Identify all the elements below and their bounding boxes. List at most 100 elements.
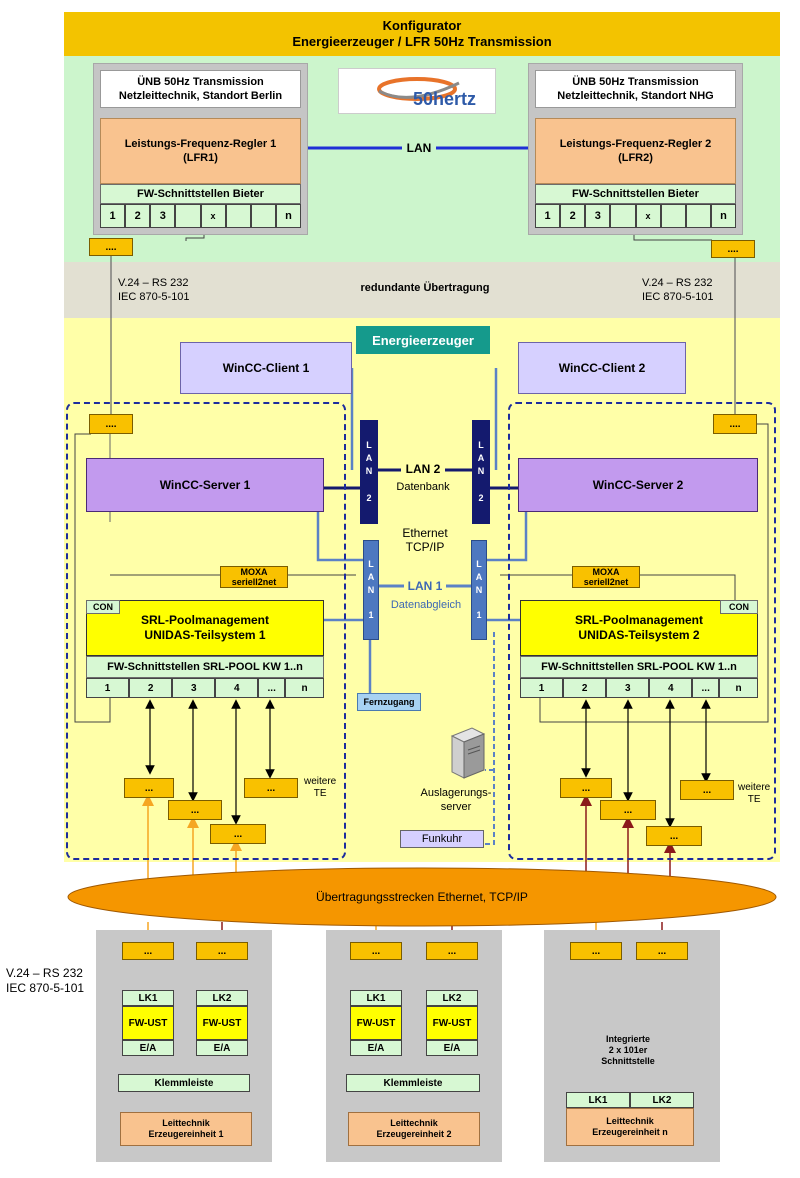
title-line2: Energieerzeuger / LFR 50Hz Transmission xyxy=(292,34,552,49)
wincc-server2: WinCC-Server 2 xyxy=(518,458,758,512)
ethernet-line2: TCP/IP xyxy=(405,540,445,554)
bieter-cell: 2 xyxy=(560,204,586,228)
conn-box: ... xyxy=(196,942,248,960)
fwust-box: FW-UST xyxy=(426,1006,478,1040)
unb-berlin-line2: Netzleittechnik, Standort Berlin xyxy=(118,90,283,102)
fw-srl-left: FW-Schnittstellen SRL-POOL KW 1..n xyxy=(86,656,324,678)
bieter-cell: x xyxy=(635,204,661,228)
v24-line1: V.24 – RS 232 xyxy=(6,966,83,980)
title-bar: Konfigurator Energieerzeuger / LFR 50Hz … xyxy=(64,12,780,56)
srl2-line2: UNIDAS-Teilsystem 2 xyxy=(578,628,700,642)
system1-group xyxy=(66,402,346,860)
bieter-cell xyxy=(175,204,201,228)
te-box: ... xyxy=(680,780,734,800)
connector-box: .... xyxy=(89,238,133,256)
v24-line2: IEC 870-5-101 xyxy=(642,291,714,303)
conn-box: ... xyxy=(426,942,478,960)
logo-text: 50hertz xyxy=(413,89,477,109)
bieter-cell xyxy=(660,204,686,228)
integrierte-line2: 2 x 101er xyxy=(608,1045,648,1055)
srl1-line2: UNIDAS-Teilsystem 1 xyxy=(144,628,266,642)
srl-cell: 2 xyxy=(563,678,607,698)
te-box: ... xyxy=(560,778,612,798)
lan-word: L A N xyxy=(477,440,485,476)
moxa-line2: seriell2net xyxy=(583,577,629,587)
weitere-line1: weitere xyxy=(304,776,337,787)
ea-box: E/A xyxy=(122,1040,174,1056)
leit-line1: Leittechnik xyxy=(162,1118,210,1128)
bieter-cell: n xyxy=(710,204,736,228)
lfr2-line2: (LFR2) xyxy=(618,152,653,164)
srl-cell: 2 xyxy=(129,678,173,698)
lfr1-line2: (LFR1) xyxy=(183,152,218,164)
srl-cell: ... xyxy=(258,678,286,698)
weitere-line2: TE xyxy=(313,788,327,799)
ethernet-ellipse xyxy=(67,867,777,927)
title-line1: Konfigurator xyxy=(382,18,462,33)
wincc-client1: WinCC-Client 1 xyxy=(180,342,352,394)
lan1-label: LAN 1 xyxy=(404,579,446,593)
wincc-server1: WinCC-Server 1 xyxy=(86,458,324,512)
leit-line2: Erzeugereinheit 1 xyxy=(148,1129,224,1139)
fw-srl-right: FW-Schnittstellen SRL-POOL KW 1..n xyxy=(520,656,758,678)
auslager-line2: server xyxy=(440,801,472,813)
lk1-box: LK1 xyxy=(350,990,402,1006)
ethernet-line1: Ethernet xyxy=(402,526,448,540)
srl-cell: n xyxy=(285,678,325,698)
srl-cell: 3 xyxy=(172,678,216,698)
lk1-box: LK1 xyxy=(566,1092,630,1108)
bieter-cell: n xyxy=(275,204,301,228)
srl-cell: 3 xyxy=(606,678,650,698)
bieter-cell: 3 xyxy=(150,204,176,228)
unb-berlin-line1: ÜNB 50Hz Transmission xyxy=(137,76,264,88)
ea-box: E/A xyxy=(196,1040,248,1056)
v24-line1: V.24 – RS 232 xyxy=(118,277,189,289)
lk2-box: LK2 xyxy=(196,990,248,1006)
weitere-line2: TE xyxy=(747,794,761,805)
unb-nhg-line2: Netzleittechnik, Standort NHG xyxy=(557,90,714,102)
te-box: ... xyxy=(646,826,702,846)
lan-word: L A N xyxy=(365,440,373,476)
lk1-box: LK1 xyxy=(122,990,174,1006)
fwust-box: FW-UST xyxy=(122,1006,174,1040)
te-box: ... xyxy=(210,824,266,844)
connector-box: .... xyxy=(89,414,133,434)
integrierte-line3: Schnittstelle xyxy=(601,1056,655,1066)
v24-line2: IEC 870-5-101 xyxy=(118,291,190,303)
fernzugang-box: Fernzugang xyxy=(357,693,421,711)
srl-cell: 4 xyxy=(215,678,259,698)
ellipse-label: Übertragungsstrecken Ethernet, TCP/IP xyxy=(316,890,528,904)
moxa-line1: MOXA xyxy=(592,567,620,577)
conn-box: ... xyxy=(350,942,402,960)
bieter-cells-right: 1 2 3 x n xyxy=(535,204,736,228)
bieter-cell: x xyxy=(200,204,226,228)
te-box: ... xyxy=(124,778,174,798)
conn-box: ... xyxy=(636,942,688,960)
v24-line2: IEC 870-5-101 xyxy=(6,981,85,995)
te-box: ... xyxy=(244,778,298,798)
srl-cell: n xyxy=(719,678,759,698)
wincc-client2: WinCC-Client 2 xyxy=(518,342,686,394)
srl-cells-right: 1 2 3 4 ... n xyxy=(520,678,759,698)
te-box: ... xyxy=(600,800,656,820)
lk2-box: LK2 xyxy=(426,990,478,1006)
moxa-line2: seriell2net xyxy=(231,577,277,587)
te-box: ... xyxy=(168,800,222,820)
moxa-line1: MOXA xyxy=(240,567,268,577)
lk2-box: LK2 xyxy=(630,1092,694,1108)
lan2-sub: Datenbank xyxy=(396,481,450,493)
